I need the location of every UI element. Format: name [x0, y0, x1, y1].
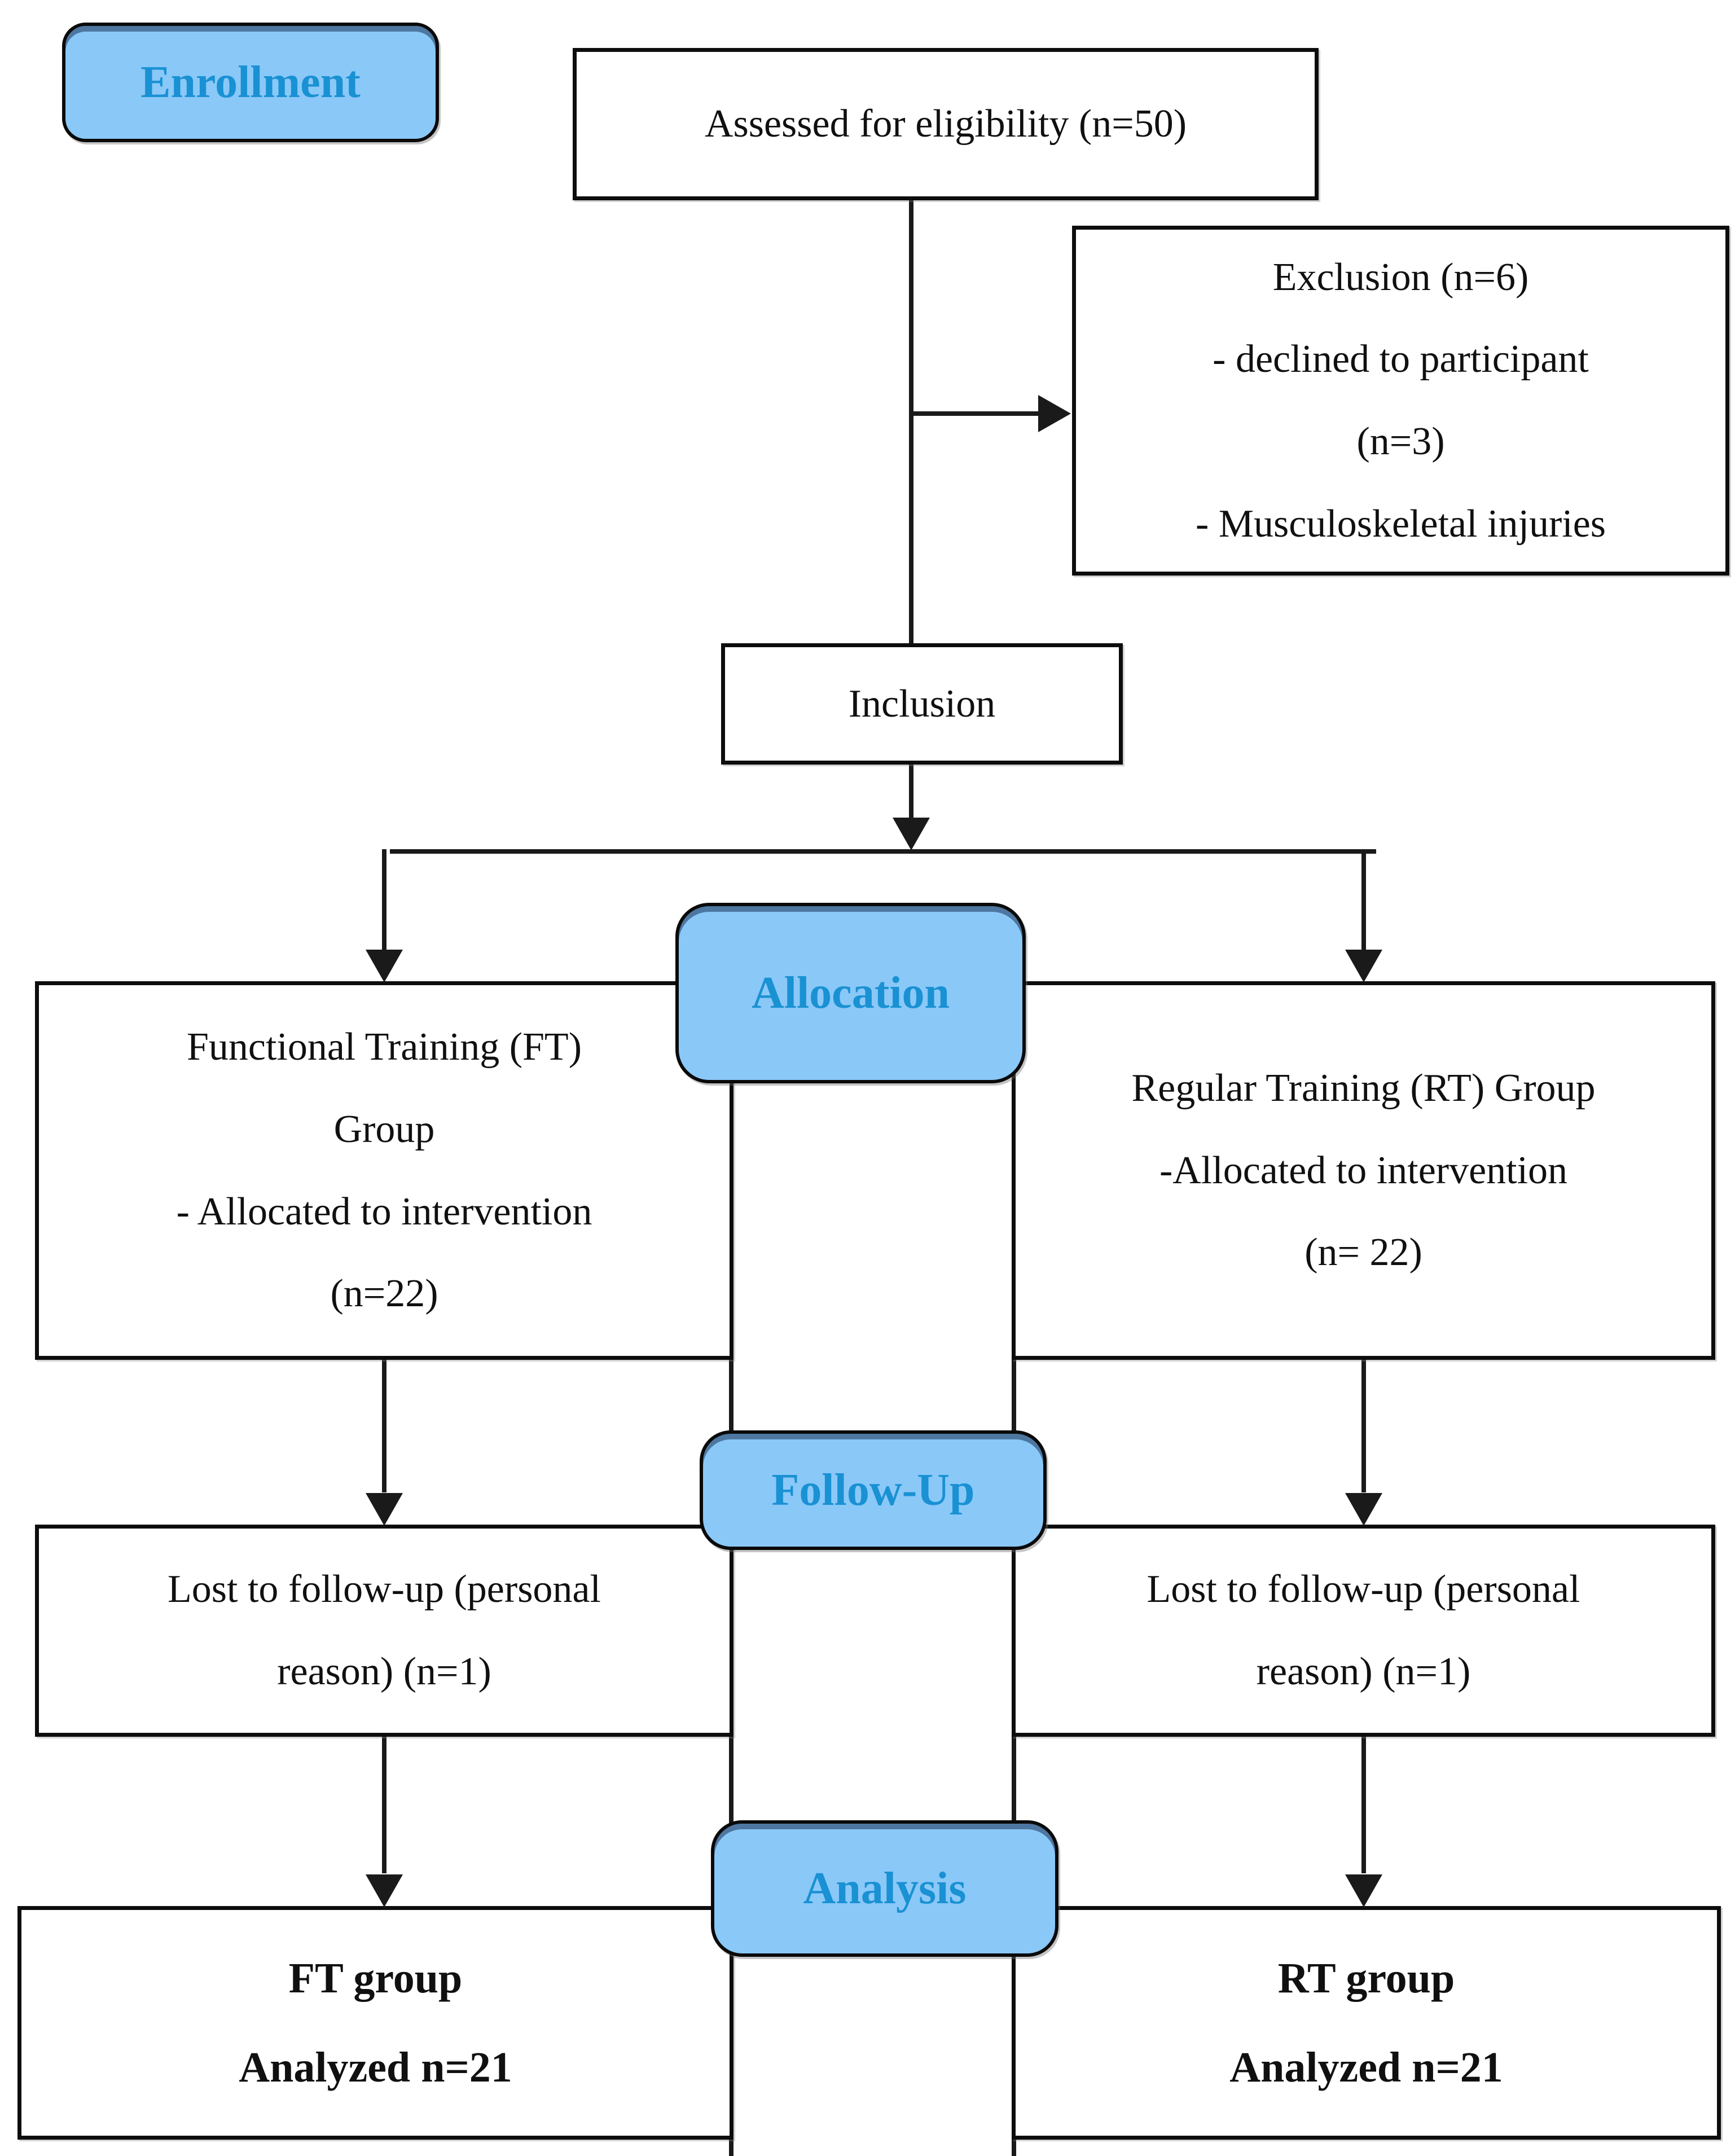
connector-inclusion-down: [909, 765, 913, 818]
rt-allocated-line1: Regular Training (RT) Group: [1131, 1066, 1596, 1110]
box-inclusion: Inclusion: [721, 643, 1123, 765]
box-ft-allocated: Functional Training (FT) Group - Allocat…: [35, 981, 733, 1360]
arrowhead-into-lost-ft: [366, 1493, 403, 1526]
connector-rt-to-lost-right: [1361, 1360, 1366, 1492]
rt-analyzed-line2: Analyzed n=21: [1229, 2044, 1503, 2091]
ft-allocated-line1: Functional Training (FT): [186, 1025, 582, 1069]
phase-enrollment: Enrollment: [62, 23, 439, 142]
box-lost-followup-ft: Lost to follow-up (personal reason) (n=1…: [35, 1525, 733, 1737]
followup-label: Follow-Up: [771, 1465, 975, 1515]
connector-split-drop-left: [382, 849, 386, 954]
box-lost-followup-rt: Lost to follow-up (personal reason) (n=1…: [1012, 1525, 1715, 1737]
connector-branch-to-exclusion: [909, 411, 1039, 416]
connector-assessed-to-inclusion: [909, 200, 913, 643]
phase-followup: Follow-Up: [700, 1430, 1047, 1550]
rt-analyzed-line1: RT group: [1277, 1954, 1455, 2002]
arrowhead-inclusion-to-split: [893, 818, 930, 850]
lost-ft-line1: Lost to follow-up (personal: [168, 1567, 601, 1611]
arrowhead-into-ft-analyzed: [366, 1874, 403, 1907]
rt-allocated-line3: (n= 22): [1304, 1231, 1422, 1275]
arrowhead-into-lost-rt: [1345, 1493, 1382, 1526]
box-assessed-eligibility: Assessed for eligibility (n=50): [573, 48, 1319, 200]
exclusion-text-line4: - Musculoskeletal injuries: [1195, 502, 1606, 546]
lost-rt-line2: reason) (n=1): [1256, 1650, 1471, 1693]
phase-allocation: Allocation: [675, 903, 1026, 1083]
lost-rt-line1: Lost to follow-up (personal: [1147, 1567, 1580, 1611]
ft-allocated-line2: Group: [333, 1107, 435, 1151]
exclusion-text-line2: - declined to participant: [1213, 337, 1589, 381]
connector-ft-to-lost-left: [382, 1360, 386, 1492]
connector-split-drop-right: [1361, 849, 1366, 954]
arrowhead-into-exclusion: [1038, 395, 1071, 432]
arrowhead-into-ft-allocated: [366, 950, 403, 982]
arrowhead-into-rt-allocated: [1345, 950, 1382, 982]
ft-allocated-line4: (n=22): [330, 1272, 438, 1316]
exclusion-text-line3: (n=3): [1356, 420, 1445, 463]
phase-analysis: Analysis: [711, 1820, 1058, 1957]
arrowhead-into-rt-analyzed: [1345, 1874, 1382, 1907]
connector-lost-right-to-analyzed: [1361, 1737, 1366, 1873]
box-rt-allocated: Regular Training (RT) Group -Allocated t…: [1012, 981, 1715, 1360]
assessed-text: Assessed for eligibility (n=50): [704, 102, 1187, 146]
ft-allocated-line3: - Allocated to intervention: [176, 1189, 592, 1233]
enrollment-label: Enrollment: [140, 57, 361, 107]
box-exclusion: Exclusion (n=6) - declined to participan…: [1072, 226, 1729, 576]
ft-analyzed-line2: Analyzed n=21: [239, 2044, 512, 2091]
analysis-label: Analysis: [803, 1863, 967, 1913]
exclusion-text-line1: Exclusion (n=6): [1272, 255, 1529, 299]
rt-allocated-line2: -Allocated to intervention: [1159, 1148, 1568, 1192]
connector-split-horizontal: [390, 849, 1376, 854]
connector-lost-left-to-analyzed: [382, 1737, 386, 1873]
lost-ft-line2: reason) (n=1): [277, 1650, 491, 1693]
inclusion-text: Inclusion: [848, 682, 996, 726]
box-ft-analyzed: FT group Analyzed n=21: [17, 1906, 733, 2140]
box-rt-analyzed: RT group Analyzed n=21: [1012, 1906, 1721, 2140]
allocation-label: Allocation: [751, 968, 950, 1018]
ft-analyzed-line1: FT group: [288, 1954, 463, 2002]
